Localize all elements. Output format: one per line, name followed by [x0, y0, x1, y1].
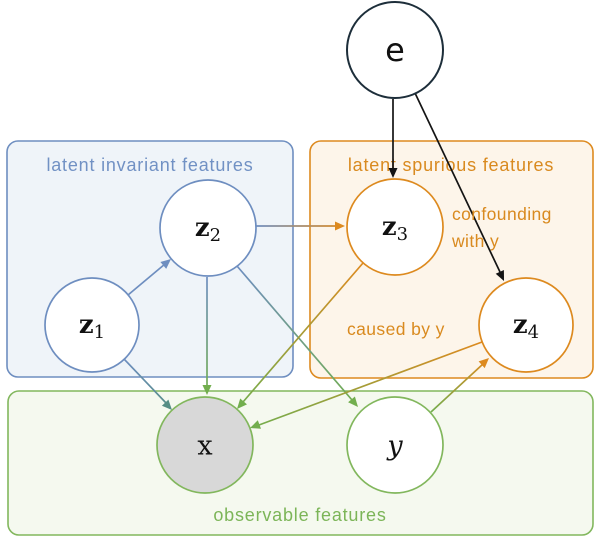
node-y-label: y: [386, 431, 403, 462]
node-x-circle: [156, 396, 254, 494]
node-z3: z3: [346, 178, 444, 276]
box-label-latent-spurious-features: latent spurious features: [348, 155, 554, 175]
node-z1-label: z1: [79, 310, 105, 343]
node-z2-circle: [159, 179, 257, 277]
node-z2-subscript: 2: [210, 225, 221, 246]
edge-z1-to-z2: [127, 259, 171, 296]
node-e-label: e: [385, 31, 405, 69]
arrowhead-icon: [335, 221, 345, 231]
node-z3-subscript: 3: [397, 224, 408, 245]
edge-line: [123, 358, 168, 405]
edge-line: [242, 262, 364, 403]
annotation-confounding-with-y-line2: with y: [451, 231, 499, 251]
edge-z2-to-y: [236, 265, 358, 407]
node-z1-subscript: 1: [94, 322, 105, 343]
arrowhead-icon: [160, 259, 171, 269]
box-label-observable-features: observable features: [213, 505, 386, 525]
node-e-circle: [346, 1, 444, 99]
edge-y-to-z4: [430, 358, 489, 413]
node-z2-label: z2: [195, 213, 221, 246]
node-z1: z1: [44, 277, 140, 373]
box-observable-features: [7, 390, 594, 536]
edge-z3-to-x: [237, 262, 364, 409]
node-z1-base: z: [79, 310, 94, 340]
arrowhead-icon: [348, 396, 358, 407]
arrowhead-icon: [202, 385, 212, 395]
edge-z4-to-x: [250, 341, 483, 429]
edge-z1-to-x: [123, 358, 172, 410]
arrowhead-icon: [237, 398, 247, 409]
annotation-caused-by-y: caused by y: [347, 319, 445, 339]
edge-e-to-z3: [388, 99, 398, 178]
node-x: x: [156, 396, 254, 494]
node-z4-label: z4: [513, 310, 539, 343]
edge-e-to-z4: [414, 92, 504, 281]
node-z2: z2: [159, 179, 257, 277]
arrowhead-icon: [495, 270, 504, 281]
edge-z2-to-z3: [256, 221, 345, 231]
node-y: y: [346, 396, 444, 494]
edge-line: [127, 263, 166, 296]
node-z4-subscript: 4: [528, 322, 539, 343]
arrowhead-icon: [250, 420, 261, 429]
node-z1-circle: [44, 277, 140, 373]
node-z3-label: z3: [382, 212, 408, 245]
arrowhead-icon: [478, 358, 489, 369]
node-z4: z4: [478, 277, 574, 373]
edge-line: [258, 341, 483, 426]
node-z3-circle: [346, 178, 444, 276]
arrowhead-icon: [388, 168, 398, 178]
edge-line: [430, 363, 484, 413]
node-z4-circle: [478, 277, 574, 373]
annotation-confounding-with-y-line1: confounding: [452, 204, 552, 224]
edge-line: [236, 265, 353, 401]
edge-z2-to-x: [202, 277, 212, 395]
node-z4-base: z: [513, 310, 528, 340]
node-x-label: x: [197, 431, 212, 462]
node-z2-base: z: [195, 213, 210, 243]
node-e: e: [346, 1, 444, 99]
node-y-circle: [346, 396, 444, 494]
arrowhead-icon: [161, 399, 172, 410]
node-z3-base: z: [382, 212, 397, 242]
edge-line: [414, 92, 501, 273]
box-label-latent-invariant-features: latent invariant features: [46, 155, 253, 175]
